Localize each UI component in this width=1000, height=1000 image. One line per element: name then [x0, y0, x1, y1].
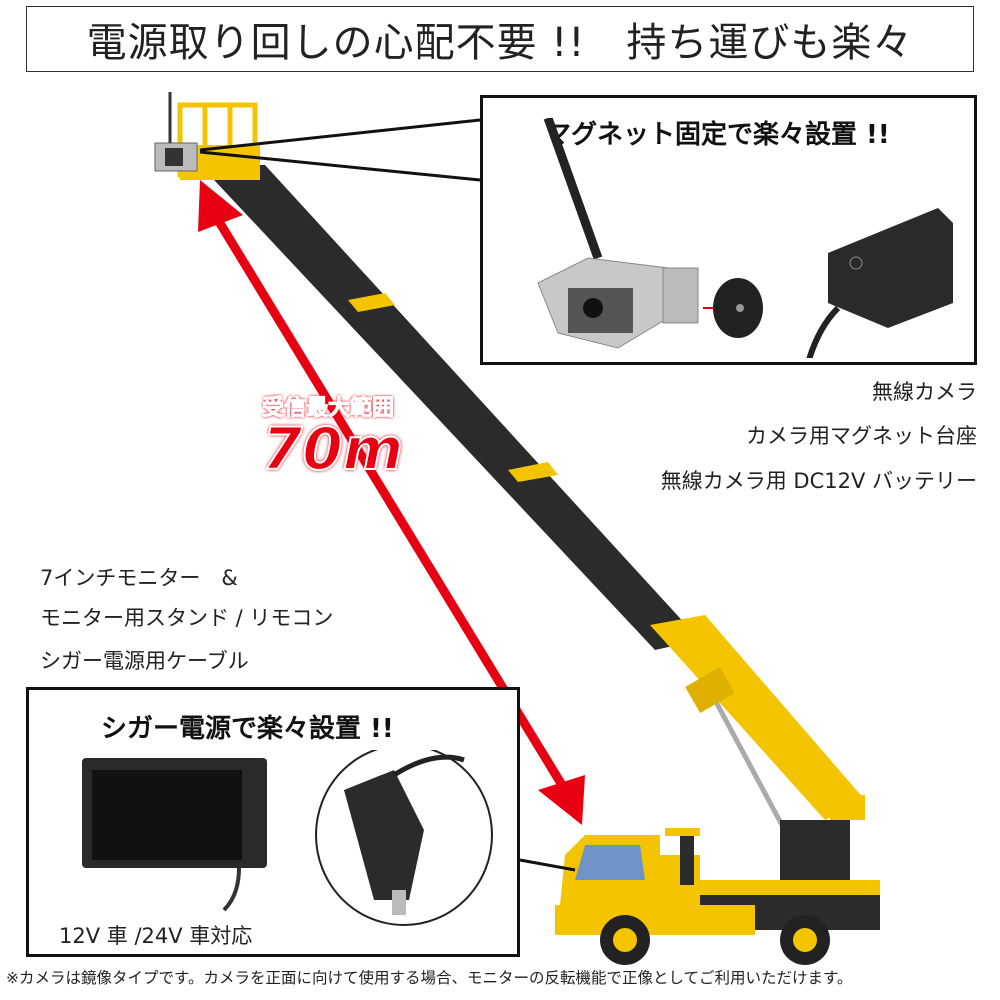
monitor-box: シガー電源で楽々設置 !! 12V 車 /24V 車対応 [26, 687, 520, 957]
antenna-icon [543, 118, 603, 260]
camera-item: カメラ用マグネット台座 [746, 424, 977, 448]
range-value: 70m [261, 414, 404, 484]
monitor-products-image [82, 750, 493, 926]
cigar-plug [344, 770, 424, 900]
monitor-item: モニター用スタンド / リモコン [40, 606, 334, 630]
crane-boom-dark [200, 165, 700, 650]
monitor-item: シガー電源用ケーブル [40, 649, 249, 673]
footnote: ※カメラは鏡像タイプです。カメラを正面に向けて使用する場合、モニターの反転機能で… [6, 969, 853, 987]
crane-boom-stripe [508, 462, 558, 482]
voltage-compat: 12V 車 /24V 車対応 [59, 924, 253, 948]
monitor-box-heading: シガー電源で楽々設置 !! [101, 714, 394, 744]
camera-products-image [537, 118, 953, 358]
truck [555, 828, 880, 965]
camera-box-heading: マグネット固定で楽々設置 !! [545, 120, 890, 150]
battery-pack [828, 208, 953, 328]
camera-box: マグネット固定で楽々設置 !! [480, 95, 977, 365]
page-title: 電源取り回しの心配不要 !! 持ち運びも楽々 [26, 6, 974, 72]
monitor-item: 7インチモニター & [40, 566, 238, 590]
crane-boom-yellow [650, 615, 865, 820]
camera-item: 無線カメラ [872, 380, 977, 404]
camera-item: 無線カメラ用 DC12V バッテリー [660, 469, 977, 493]
crane-boom-stripe [348, 293, 395, 312]
range-label: 受信最大範囲 [261, 396, 395, 422]
